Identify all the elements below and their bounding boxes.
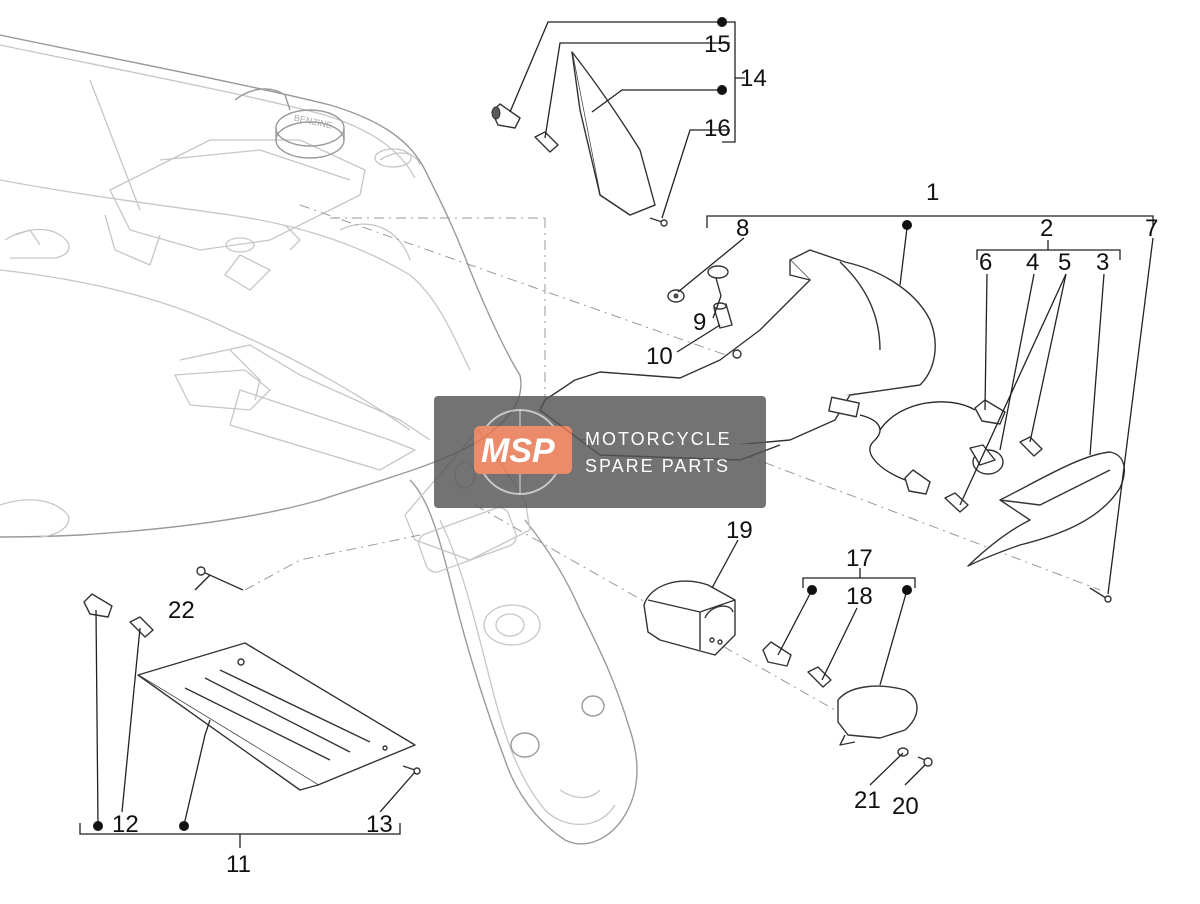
part-side-marker-14 bbox=[571, 51, 656, 216]
callout-4: 4 bbox=[1026, 249, 1039, 276]
reference-dots bbox=[93, 17, 912, 831]
screw-22 bbox=[196, 566, 244, 591]
plate-light-holder-17 bbox=[762, 641, 792, 667]
callout-2: 2 bbox=[1040, 215, 1053, 242]
callout-8: 8 bbox=[736, 215, 749, 242]
callout-6: 6 bbox=[979, 249, 992, 276]
leader-lines bbox=[79, 21, 1154, 848]
callout-7: 7 bbox=[1145, 215, 1158, 242]
callout-22: 22 bbox=[168, 597, 195, 624]
bulb-holder-6 bbox=[974, 399, 1006, 425]
lamp-cable-connector bbox=[828, 396, 976, 481]
bulb-15 bbox=[534, 131, 559, 153]
watermark-logo: MSP bbox=[481, 432, 555, 470]
callout-5: 5 bbox=[1058, 249, 1071, 276]
plate-light-lens bbox=[837, 685, 918, 746]
screw-7 bbox=[1089, 587, 1112, 603]
watermark-box bbox=[434, 396, 766, 508]
callout-21: 21 bbox=[854, 787, 881, 814]
callout-20: 20 bbox=[892, 793, 919, 820]
watermark-logo-box bbox=[474, 426, 572, 474]
callout-17: 17 bbox=[846, 545, 873, 572]
callout-10: 10 bbox=[646, 343, 673, 370]
bulb-holder-12 bbox=[83, 593, 113, 618]
scooter-body-outline: BENZINE bbox=[0, 34, 638, 845]
underside-cover bbox=[137, 642, 416, 791]
bulb-18 bbox=[807, 666, 832, 688]
watermark: MSP MOTORCYCLE SPARE PARTS bbox=[434, 396, 766, 508]
plate-light-bracket-19 bbox=[643, 580, 736, 656]
callout-16: 16 bbox=[704, 115, 731, 142]
callout-9: 9 bbox=[693, 309, 706, 336]
watermark-line1: MOTORCYCLE bbox=[585, 429, 732, 449]
bulb-5b bbox=[944, 492, 969, 513]
fuel-cap: BENZINE bbox=[275, 109, 345, 159]
washer-21 bbox=[897, 747, 909, 757]
callout-1: 1 bbox=[926, 179, 939, 206]
callout-15: 15 bbox=[704, 31, 731, 58]
callout-numbers: 1 2 3 4 5 6 7 8 9 10 11 12 13 14 15 16 1… bbox=[112, 31, 1158, 878]
bulb-holder-6b bbox=[904, 469, 931, 495]
callout-19: 19 bbox=[726, 517, 753, 544]
lens-3 bbox=[967, 451, 1126, 567]
bulb-12 bbox=[129, 616, 154, 638]
callout-13: 13 bbox=[366, 811, 393, 838]
watermark-line2: SPARE PARTS bbox=[585, 456, 730, 476]
bulb-5 bbox=[1019, 436, 1043, 457]
washer-8 bbox=[667, 289, 685, 303]
screw-13 bbox=[402, 765, 421, 775]
screw-16 bbox=[649, 217, 668, 227]
spacer-10 bbox=[713, 302, 733, 329]
callout-14: 14 bbox=[740, 65, 767, 92]
callout-11: 11 bbox=[226, 851, 251, 878]
callout-12: 12 bbox=[112, 811, 139, 838]
callout-18: 18 bbox=[846, 583, 873, 610]
screw-9 bbox=[707, 265, 729, 297]
bulb-4 bbox=[969, 444, 1004, 475]
callout-3: 3 bbox=[1096, 249, 1109, 276]
bulb-holder-15 bbox=[491, 103, 521, 129]
screw-20 bbox=[917, 756, 933, 767]
